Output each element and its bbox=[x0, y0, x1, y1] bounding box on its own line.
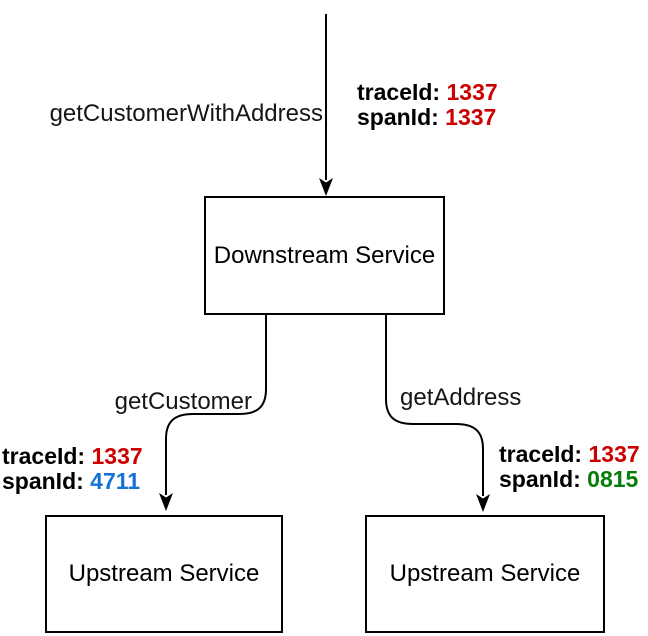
trace-id-value: 1337 bbox=[588, 441, 640, 467]
trace-id-key: traceId: bbox=[357, 79, 441, 105]
span-id-value: 0815 bbox=[587, 466, 639, 492]
trace-id-line: traceId: 1337 bbox=[357, 80, 498, 105]
trace-id-key: traceId: bbox=[499, 441, 583, 467]
edge-label-get-customer: getCustomer bbox=[114, 388, 252, 415]
span-id-value: 1337 bbox=[445, 104, 497, 130]
trace-id-line: traceId: 1337 bbox=[499, 442, 640, 467]
trace-annotation-root: traceId: 1337 spanId: 1337 bbox=[357, 80, 498, 130]
trace-id-key: traceId: bbox=[2, 443, 86, 469]
node-upstream-service-right: Upstream Service bbox=[365, 515, 605, 633]
trace-annotation-get-address: traceId: 1337 spanId: 0815 bbox=[499, 442, 640, 492]
span-id-key: spanId: bbox=[2, 468, 84, 494]
edge-getaddress-arrow bbox=[385, 315, 490, 512]
span-id-key: spanId: bbox=[357, 104, 439, 130]
node-label: Downstream Service bbox=[213, 241, 436, 269]
span-id-line: spanId: 4711 bbox=[2, 469, 143, 494]
node-downstream-service: Downstream Service bbox=[204, 196, 445, 315]
edge-getcustomer-arrow bbox=[159, 315, 267, 511]
node-label: Upstream Service bbox=[68, 560, 260, 587]
edge-label-get-customer-with-address: getCustomerWithAddress bbox=[49, 100, 323, 127]
span-id-key: spanId: bbox=[499, 466, 581, 492]
trace-id-value: 1337 bbox=[446, 79, 498, 105]
edge-label-get-address: getAddress bbox=[400, 384, 522, 411]
trace-annotation-get-customer: traceId: 1337 spanId: 4711 bbox=[2, 444, 143, 494]
span-id-line: spanId: 0815 bbox=[499, 467, 640, 492]
span-id-line: spanId: 1337 bbox=[357, 105, 498, 130]
trace-id-line: traceId: 1337 bbox=[2, 444, 143, 469]
trace-id-value: 1337 bbox=[91, 443, 143, 469]
span-id-value: 4711 bbox=[90, 468, 141, 494]
node-upstream-service-left: Upstream Service bbox=[45, 515, 283, 633]
node-label: Upstream Service bbox=[389, 560, 581, 587]
